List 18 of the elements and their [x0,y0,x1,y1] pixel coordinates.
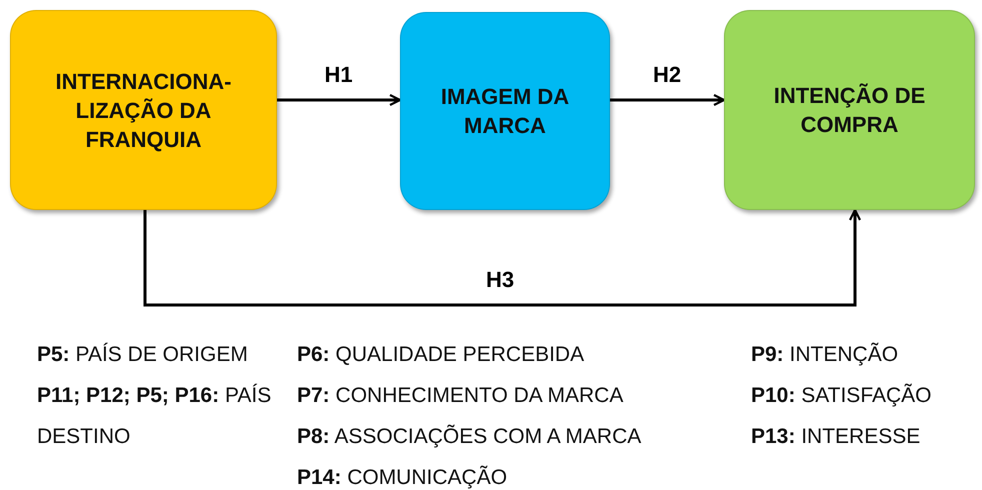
arrow [144,208,862,306]
variable-note: P13: INTERESSE [751,424,922,450]
box-title: IMAGEM DA MARCA [440,83,570,140]
concept-box [400,12,610,210]
variable-note: P11; P12; P5; P16: PAÍS DESTINO [37,382,272,450]
variable-note: P14: COMUNICAÇÃO [297,464,508,490]
concept-box [724,10,975,210]
arrow [277,94,402,106]
box-title: INTERNACIONA- LIZAÇÃO DA FRANQUIA [54,68,232,154]
arrow [610,94,726,106]
variable-note: P10: SATISFAÇÃO [751,382,933,409]
variable-note: P8: ASSOCIAÇÕES COM A MARCA [297,424,642,450]
variable-note: P6: QUALIDADE PERCEBIDA [297,342,586,368]
concept-box [10,10,277,210]
variable-note: P5: PAÍS DE ORIGEM [37,342,249,368]
variable-note: P9: INTENÇÃO [751,342,900,368]
variable-note: P7: CONHECIMENTO DA MARCA [297,383,624,409]
box-title: INTENÇÃO DE COMPRA [772,82,926,139]
